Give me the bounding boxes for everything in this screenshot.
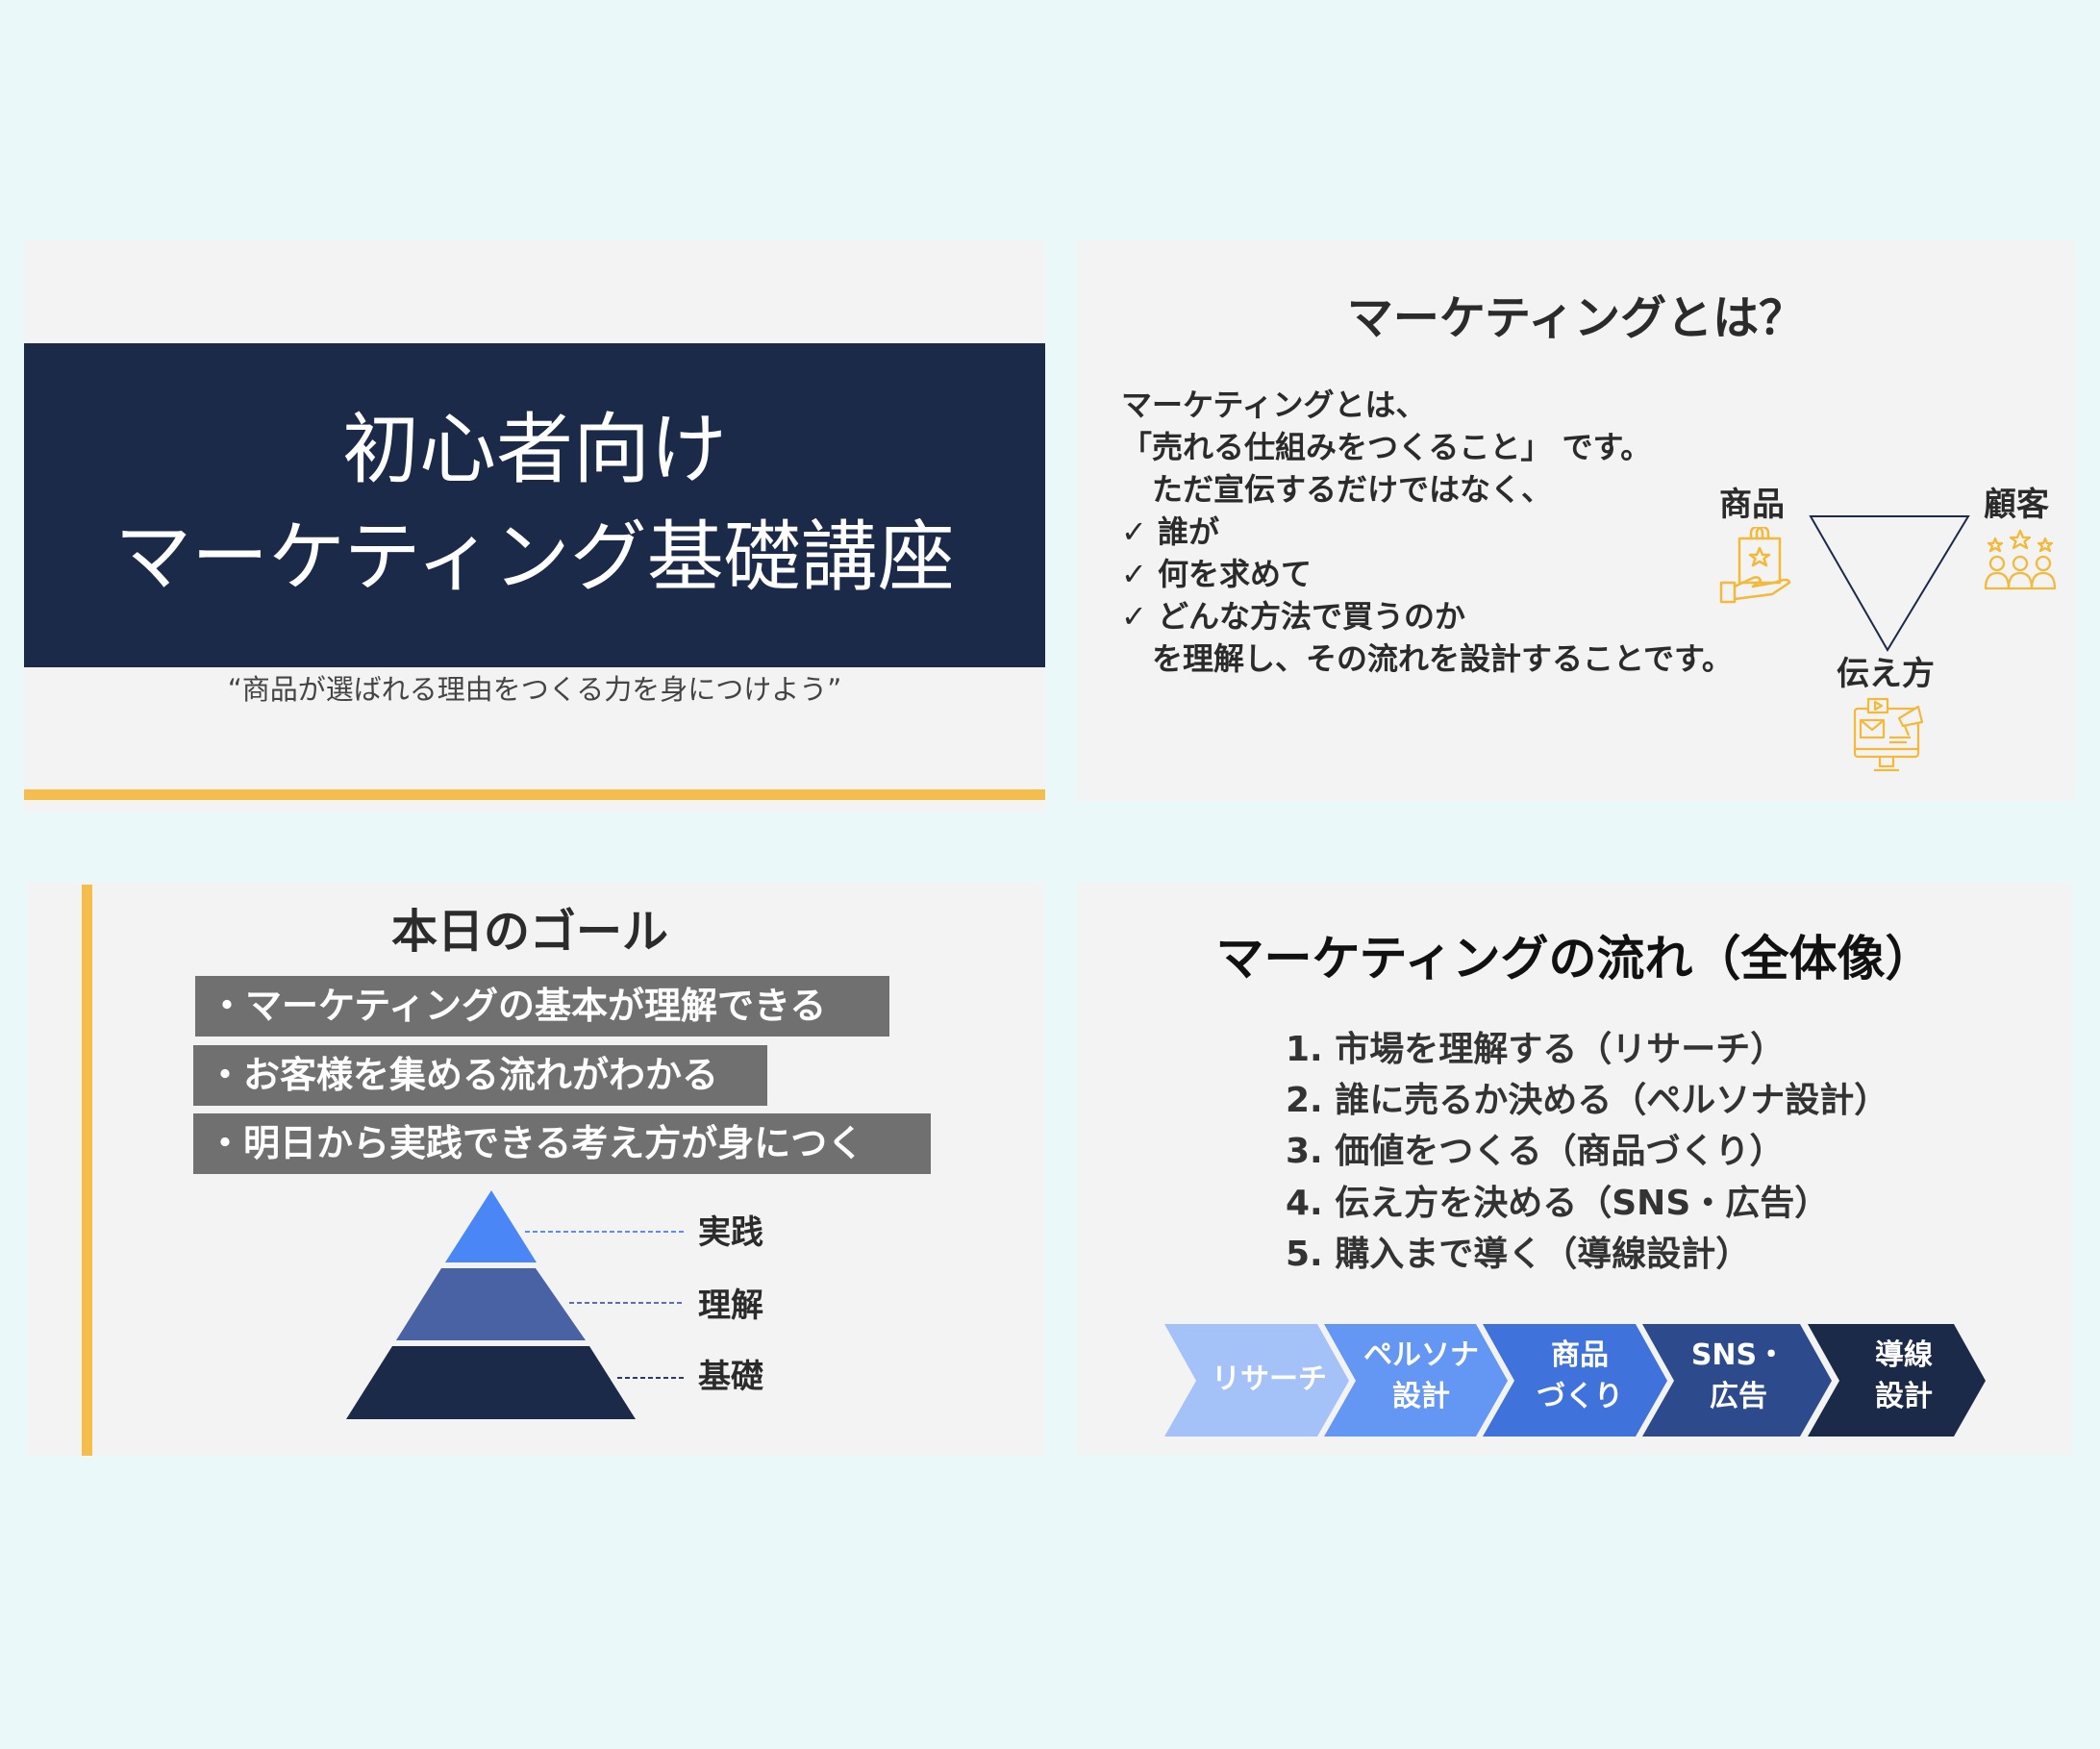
slide-title: 初心者向け マーケティング基礎講座 “商品が選ばれる理由をつくる力を身につけよう… [24,240,1045,812]
pyramid-label-practice: 実践 [698,1213,763,1252]
chevron-product-line1: 商品 [1551,1338,1609,1372]
flow-step: 3. 価値をつくる（商品づくり） [1286,1132,1785,1171]
chevron-sns-line2: 広告 [1710,1380,1767,1413]
chevron-flow [1164,1324,1986,1437]
shopping-bag-hand-icon [1719,527,1791,604]
chevron-funnel-line1: 導線 [1875,1338,1933,1372]
slide-todays-goals: 本日のゴール ・マーケティングの基本が理解できる ・お客様を集める流れがわかる … [27,883,1044,1456]
chevron-product-line2: づくり [1537,1380,1623,1413]
chevron-persona-line2: 設計 [1392,1380,1450,1413]
goal-item: ・マーケティングの基本が理解できる [195,976,889,1037]
check-item: ✓ 誰が [1121,513,1219,550]
slide-marketing-flow: マーケティングの流れ（全体像） 1. 市場を理解する（リサーチ） 2. 誰に売る… [1077,883,2072,1455]
goal-item: ・お客様を集める流れがわかる [193,1045,767,1106]
flow-step: 5. 購入まで導く（導線設計） [1286,1235,1751,1274]
chevron-persona-line1: ペルソナ [1363,1338,1479,1372]
flow-step: 2. 誰に売るか決める（ペルソナ設計） [1286,1081,1889,1120]
pyramid-diagram [346,1190,685,1419]
flow-step: 4. 伝え方を決める（SNS・広告） [1286,1184,1830,1223]
chevron-research: リサーチ [1212,1362,1327,1396]
pyramid-label-foundation: 基礎 [698,1358,763,1396]
title-band [24,343,1045,667]
label-product: 商品 [1719,486,1785,524]
pyramid-label-understanding: 理解 [698,1287,763,1325]
body-line: ただ宣伝するだけではなく、 [1121,471,1553,508]
title-line-2: マーケティング基礎講座 [114,512,955,602]
body-line: マーケティングとは、 [1121,387,1427,423]
accent-bar [24,789,1045,800]
accent-bar [82,885,92,1456]
label-communication: 伝え方 [1837,655,1935,693]
slide-what-is-marketing: マーケティングとは？ マーケティングとは、 「売れる仕組みをつくること」 です。… [1077,240,2075,801]
subtitle: “商品が選ばれる理由をつくる力を身につけよう” [227,673,842,706]
chevron-sns-line1: SNS・ [1690,1338,1787,1372]
triangle-diagram [1809,515,1970,652]
body-line: を理解し、その流れを設計することです。 [1121,640,1733,677]
goal-item: ・明日から実践できる考え方が身につく [193,1113,931,1174]
slide-title: マーケティングの流れ（全体像） [1215,931,1934,987]
slide-title: マーケティングとは？ [1346,291,1806,345]
title-line-1: 初心者向け [342,405,727,494]
check-item: ✓ どんな方法で買うのか [1121,598,1465,635]
label-customer: 顧客 [1984,486,2049,524]
slide-title: 本日のゴール [391,905,669,959]
flow-step: 1. 市場を理解する（リサーチ） [1286,1030,1786,1069]
monitor-megaphone-icon [1853,697,1924,772]
customers-stars-icon [1984,529,2057,590]
chevron-funnel-line2: 設計 [1875,1380,1933,1413]
check-item: ✓ 何を求めて [1121,556,1312,592]
body-line: 「売れる仕組みをつくること」 です。 [1121,429,1652,465]
